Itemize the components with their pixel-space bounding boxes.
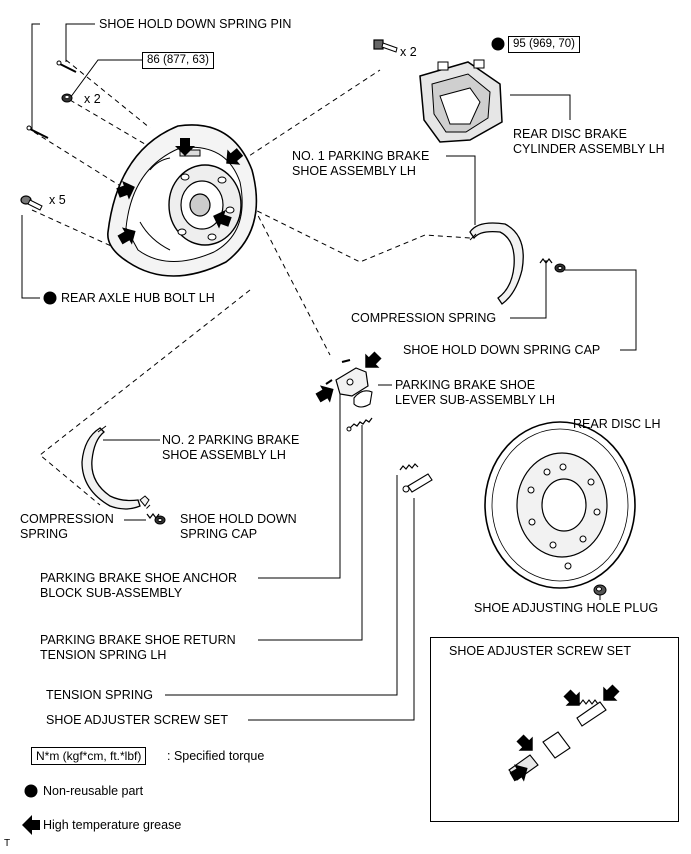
label-shoe-hold-down-pin: SHOE HOLD DOWN SPRING PIN [99, 17, 292, 31]
label-compression-spring-left-line1: COMPRESSION [20, 512, 114, 526]
legend-non-reusable-dot [24, 784, 38, 798]
label-caliper-line1: REAR DISC BRAKE [513, 127, 627, 141]
hub-bolt-x5 [20, 195, 43, 211]
label-lever-line1: PARKING BRAKE SHOE [395, 378, 536, 392]
backing-plate-assembly [107, 124, 258, 277]
legend-torque-desc: : Specified torque [167, 749, 265, 763]
qty-x2-top: x 2 [84, 92, 101, 106]
label-return-spring-line1: PARKING BRAKE SHOE RETURN [40, 633, 236, 647]
label-no2-shoe-line2: SHOE ASSEMBLY LH [162, 448, 286, 462]
non-reusable-dot-caliper [491, 37, 505, 51]
no1-parking-brake-shoe [469, 222, 524, 305]
label-hold-down-cap-left-line2: SPRING CAP [180, 527, 258, 541]
label-compression-spring-left-line2: SPRING [20, 527, 68, 541]
legend-non-reusable: Non-reusable part [43, 784, 144, 798]
label-lever-line2: LEVER SUB-ASSEMBLY LH [395, 393, 556, 407]
return-tension-spring [346, 417, 373, 432]
qty-x2-caliper: x 2 [400, 45, 417, 59]
corner-mark: T [4, 838, 11, 849]
inset-title: SHOE ADJUSTER SCREW SET [449, 644, 631, 658]
torque-box-86: 86 (877, 63) [142, 52, 215, 69]
label-no1-shoe-line2: SHOE ASSEMBLY LH [292, 164, 416, 178]
label-caliper-line2: CYLINDER ASSEMBLY LH [513, 142, 665, 156]
label-adjuster-screw-set: SHOE ADJUSTER SCREW SET [46, 713, 228, 727]
label-return-spring-line2: TENSION SPRING LH [40, 648, 167, 662]
inset-panel [430, 637, 679, 822]
label-no1-shoe-line1: NO. 1 PARKING BRAKE [292, 149, 430, 163]
adjusting-hole-plug [593, 584, 607, 596]
caliper-bolt [373, 39, 398, 53]
label-anchor-line1: PARKING BRAKE SHOE ANCHOR [40, 571, 238, 585]
hold-down-pins [26, 60, 77, 139]
nut-x2 [61, 93, 73, 103]
label-hold-down-cap-right: SHOE HOLD DOWN SPRING CAP [403, 343, 601, 357]
legend-torque-box: N*m (kgf*cm, ft.*lbf) [31, 747, 147, 765]
adjuster-screw-part [402, 473, 433, 493]
label-anchor-line2: BLOCK SUB-ASSEMBLY [40, 586, 183, 600]
label-no2-shoe-line1: NO. 2 PARKING BRAKE [162, 433, 300, 447]
leader-lines [21, 23, 637, 721]
label-hold-down-cap-left-line1: SHOE HOLD DOWN [180, 512, 297, 526]
label-hub-bolt: REAR AXLE HUB BOLT LH [61, 291, 215, 305]
non-reusable-dot-hub-bolt [43, 291, 57, 305]
torque-box-95: 95 (969, 70) [508, 36, 581, 53]
tension-spring-part [399, 463, 419, 471]
legend-grease-arrow-icon [22, 815, 40, 835]
label-tension-spring: TENSION SPRING [46, 688, 153, 702]
label-rear-disc: REAR DISC LH [573, 417, 661, 431]
qty-x5: x 5 [49, 193, 66, 207]
hold-down-cap-left [154, 515, 166, 525]
lever-assembly [325, 359, 373, 408]
rear-disc [484, 421, 636, 589]
caliper-body [419, 59, 503, 143]
label-adjusting-plug: SHOE ADJUSTING HOLE PLUG [474, 601, 659, 615]
label-compression-spring-right: COMPRESSION SPRING [351, 311, 497, 325]
compression-spring-right [539, 258, 553, 264]
legend-grease: High temperature grease [43, 818, 182, 832]
no2-parking-brake-shoe [81, 425, 150, 510]
hold-down-cap-right [554, 263, 566, 273]
